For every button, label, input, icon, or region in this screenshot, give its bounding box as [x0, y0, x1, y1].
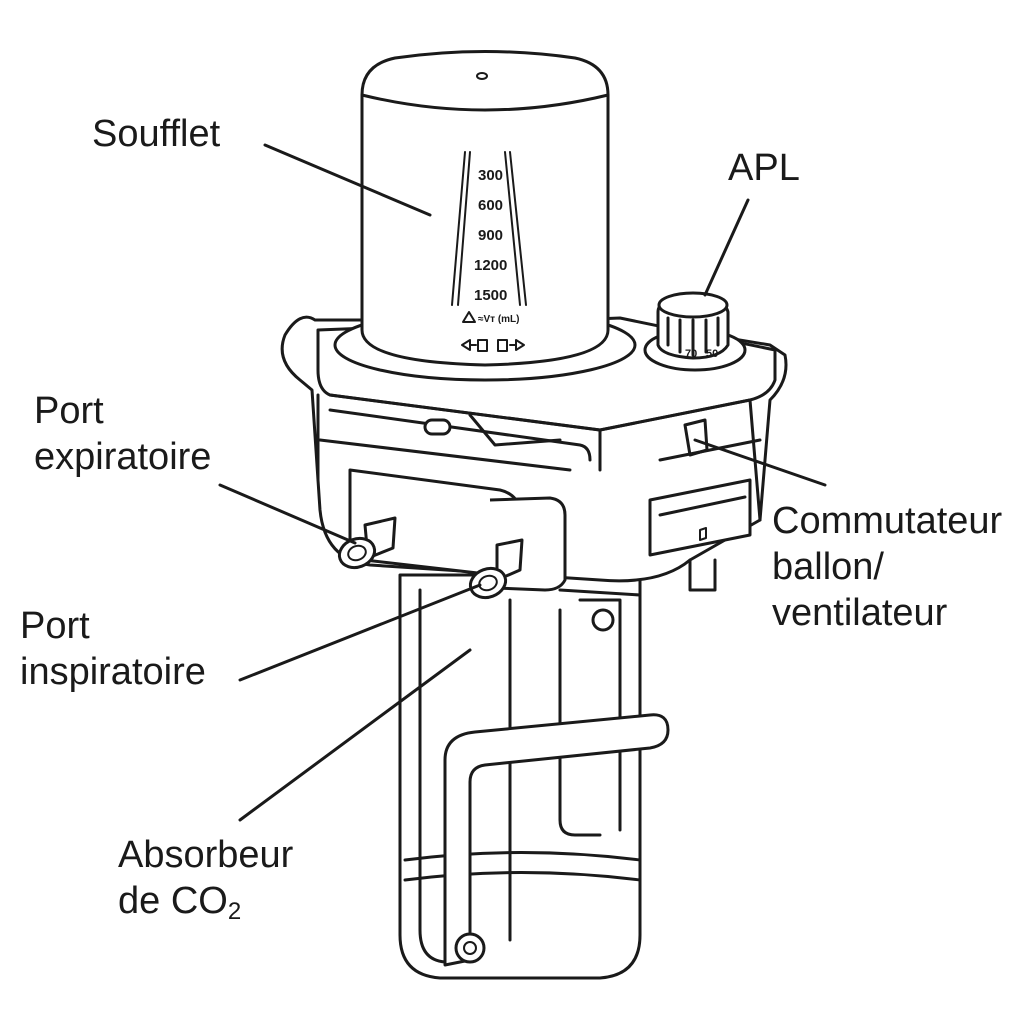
arrow-left-icon	[461, 339, 477, 351]
unlock-icon	[497, 339, 508, 352]
warning-icon	[462, 311, 476, 323]
inspiratory-port	[468, 538, 524, 600]
apl-mark-70: 70	[685, 348, 697, 360]
label-absorbeur-line1: Absorbeur	[118, 834, 294, 876]
leader-apl	[703, 198, 750, 297]
label-port-inspiratoire: Port inspiratoire	[20, 603, 206, 695]
bellows-housing: 300 600 900 1200 1500 ≈Vт (mL)	[333, 50, 637, 382]
label-port-inspiratoire-line2: inspiratoire	[20, 651, 206, 693]
label-apl-text: APL	[728, 147, 800, 189]
bellows-scale-900: 900	[478, 227, 503, 244]
label-commutateur-line2: ballon/	[772, 546, 884, 588]
label-absorbeur-subscript: 2	[227, 898, 242, 925]
bellows-scale-300: 300	[478, 167, 503, 184]
label-port-expiratoire-line1: Port	[34, 390, 104, 432]
bellows-scale-1500: 1500	[474, 287, 507, 304]
label-absorbeur: Absorbeur de CO2	[118, 832, 293, 929]
bellows-scale-1200: 1200	[474, 257, 507, 274]
lock-icon	[477, 339, 488, 352]
leader-port-expiratoire	[218, 483, 357, 545]
label-port-inspiratoire-line1: Port	[20, 605, 90, 647]
label-port-expiratoire-line2: expiratoire	[34, 436, 212, 478]
bellows-volume-legend: ≈Vт (mL)	[478, 314, 520, 325]
valve-knob	[591, 608, 615, 632]
leader-port-inspiratoire	[238, 583, 482, 682]
label-port-expiratoire: Port expiratoire	[34, 388, 211, 480]
expiratory-port	[337, 516, 397, 570]
leader-soufflet	[263, 143, 432, 217]
apl-valve-knob: 70 50	[643, 291, 747, 372]
label-commutateur: Commutateur ballon/ ventilateur	[772, 498, 1002, 636]
apl-mark-50: 50	[706, 348, 718, 360]
label-absorbeur-line2: de CO2	[118, 878, 293, 929]
label-soufflet-text: Soufflet	[92, 113, 221, 155]
label-soufflet: Soufflet	[92, 111, 220, 157]
label-apl: APL	[728, 145, 800, 191]
bellows-scale-600: 600	[478, 197, 503, 214]
leader-absorbeur	[238, 648, 472, 822]
label-commutateur-line3: ventilateur	[772, 592, 948, 634]
label-absorbeur-co: de CO	[118, 880, 228, 922]
co2-absorber-canister	[398, 573, 670, 980]
arrow-right-icon	[509, 339, 525, 351]
leader-commutateur	[693, 438, 827, 487]
label-commutateur-line1: Commutateur	[772, 500, 1003, 542]
